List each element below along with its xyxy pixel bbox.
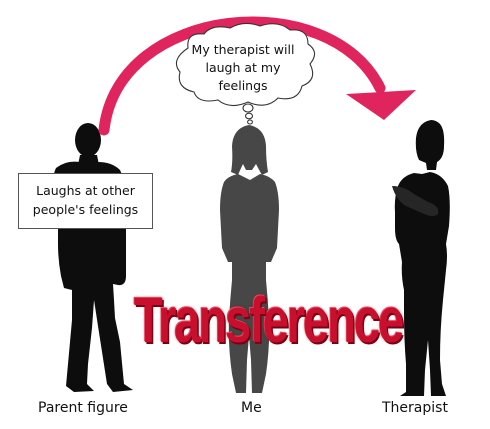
woman-silhouette-arms-crossed-icon [392,120,450,396]
parent-note-box: Laughs at other people's feelings [18,173,153,229]
transference-title: Transference [133,284,404,356]
man-silhouette-icon [53,123,134,392]
therapist-label: Therapist [382,400,448,416]
me-label: Me [241,400,262,416]
woman-silhouette-icon [220,125,279,393]
parent-figure-label: Parent figure [38,400,128,416]
thought-bubble-icon [175,22,316,125]
thought-line-3: feelings [218,78,268,93]
thought-line-1: My therapist will [191,42,295,57]
thought-line-2: laugh at my [205,60,281,75]
parent-note-line-2: people's feelings [32,202,139,217]
parent-note-line-1: Laughs at other [36,183,135,198]
thought-bubble-text: My therapist will laugh at my feelings [176,41,310,95]
curved-arrow-icon [98,16,416,136]
